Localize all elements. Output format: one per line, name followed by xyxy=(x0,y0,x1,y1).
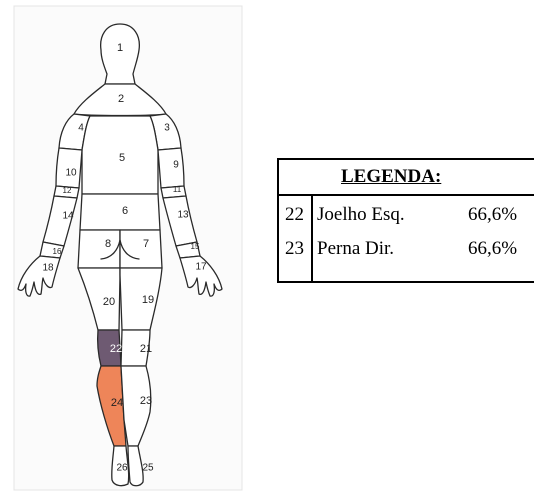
legend-row-value: 66,6% xyxy=(468,238,517,260)
legend-title: LEGENDA: xyxy=(341,166,441,188)
legend-row-name: Joelho Esq. xyxy=(317,204,405,226)
legend-row-code: 23 xyxy=(285,238,304,260)
region-23-label: 23 xyxy=(140,395,152,407)
legend-row: 23 Perna Dir. 66,6% xyxy=(279,238,534,266)
legend-header: LEGENDA: xyxy=(279,160,534,196)
legend-row-value: 66,6% xyxy=(468,204,517,226)
region-10-label: 10 xyxy=(65,168,77,179)
region-3-label: 3 xyxy=(164,123,170,134)
region-12-label: 12 xyxy=(63,186,72,195)
region-8 xyxy=(78,230,120,268)
region-8-label: 8 xyxy=(105,238,111,250)
region-20-label: 20 xyxy=(103,296,115,308)
region-1-label: 1 xyxy=(117,42,123,54)
region-6 xyxy=(80,194,160,230)
region-16-label: 16 xyxy=(53,247,62,256)
region-5-label: 5 xyxy=(119,152,125,164)
legend-row: 22 Joelho Esq. 66,6% xyxy=(279,204,534,232)
region-6-label: 6 xyxy=(122,205,128,217)
region-22-label: 22 xyxy=(110,343,122,355)
region-26-label: 26 xyxy=(116,463,128,474)
region-19-label: 19 xyxy=(142,294,154,306)
region-21-label: 21 xyxy=(140,343,152,355)
region-17-label: 17 xyxy=(195,262,207,273)
region-25-label: 25 xyxy=(142,463,154,474)
region-7-label: 7 xyxy=(143,238,149,250)
region-13-label: 13 xyxy=(177,210,189,221)
region-4-label: 4 xyxy=(78,123,84,134)
region-9-label: 9 xyxy=(173,160,179,171)
region-11-label: 11 xyxy=(173,185,182,194)
legend-table: LEGENDA: 22 Joelho Esq. 66,6% 23 Perna D… xyxy=(277,158,534,283)
region-1 xyxy=(101,24,140,84)
legend-row-code: 22 xyxy=(285,204,304,226)
region-24-label: 24 xyxy=(111,397,123,409)
region-9 xyxy=(158,148,184,188)
region-15-label: 15 xyxy=(191,242,200,251)
region-14-label: 14 xyxy=(62,211,74,222)
region-18-label: 18 xyxy=(42,263,54,274)
legend-row-name: Perna Dir. xyxy=(317,238,394,260)
region-2-label: 2 xyxy=(118,93,124,105)
region-7 xyxy=(120,230,162,268)
